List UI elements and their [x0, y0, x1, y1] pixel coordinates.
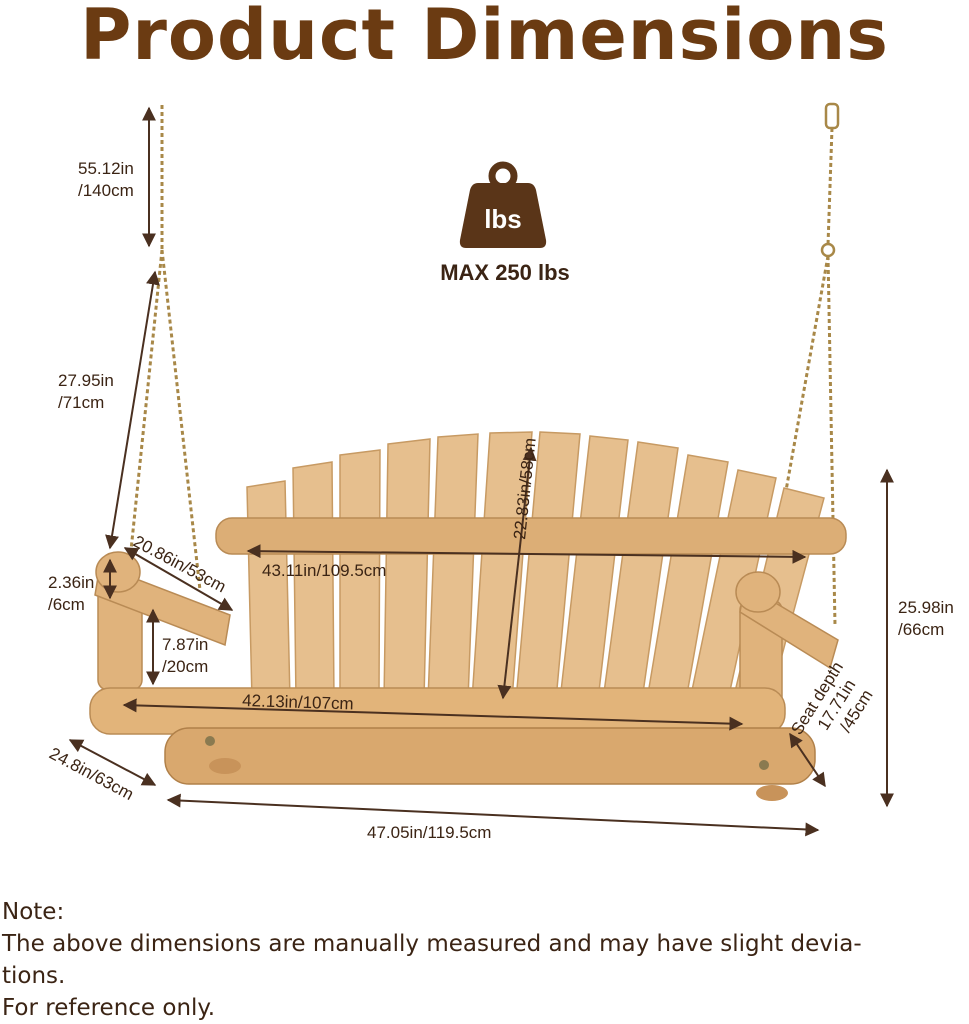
arrow-armrest [123, 547, 234, 611]
chain-side-label: 27.95in/71cm [58, 371, 114, 412]
seat-width-label: 42.13in/107cm [242, 691, 354, 713]
chain-top-label: 55.12in/140cm [78, 159, 134, 200]
page-title: Product Dimensions [80, 0, 889, 76]
left-foot [209, 758, 241, 774]
note-line-2: tions. [2, 963, 66, 989]
depth-label: 24.8in/63cm [46, 744, 137, 804]
back-rail [215, 517, 847, 555]
dimension-arrows [68, 106, 894, 837]
front-seat-log [89, 687, 786, 735]
arrow-seat-depth [789, 732, 826, 788]
arrow-chain-side [105, 270, 160, 550]
arrow-seat-width [122, 698, 744, 731]
arrow-back-width [246, 544, 807, 564]
note-heading: Note: [2, 899, 65, 925]
bolt-right [759, 760, 769, 770]
arrow-back-height [497, 446, 537, 700]
bottom-log [164, 727, 816, 785]
arm-thickness-label: 2.36in/6cm [48, 573, 95, 614]
weight-icon [459, 161, 547, 248]
arrow-total-width [166, 793, 820, 837]
bolt-left [205, 736, 215, 746]
note-line-1: The above dimensions are manually measur… [2, 931, 862, 957]
total-height-label: 25.98in/66cm [898, 598, 954, 639]
total-width-label: 47.05in/119.5cm [367, 823, 491, 842]
back-width-label: 43.11in/109.5cm [262, 561, 386, 580]
note-block: Note: The above dimensions are manually … [2, 896, 962, 1024]
arrow-depth [68, 739, 157, 786]
arm-height-label: 7.87in/20cm [162, 635, 209, 676]
weight-icon-text: lbs [484, 204, 522, 234]
note-line-3: For reference only. [2, 995, 216, 1021]
left-chain [128, 105, 202, 591]
right-foot [756, 785, 788, 801]
max-weight-label: MAX 250 lbs [440, 260, 570, 285]
